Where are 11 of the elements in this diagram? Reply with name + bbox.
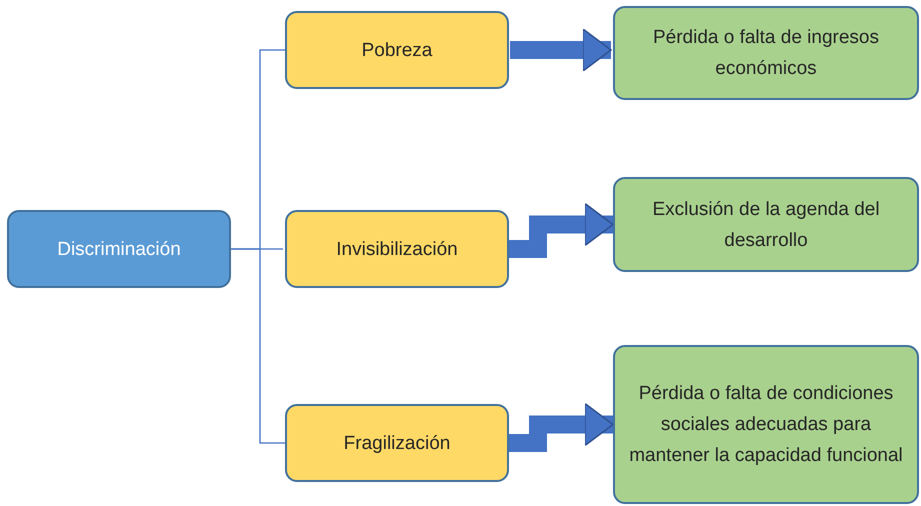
- category-box: Invisibilización: [285, 210, 509, 288]
- block-arrow: [510, 28, 612, 72]
- category-box: Fragilización: [285, 404, 509, 482]
- concept-box: Discriminación: [7, 210, 231, 288]
- block-arrow: [509, 402, 614, 452]
- effect-box: Exclusión de la agenda del desarrollo: [613, 177, 919, 272]
- effect-box: Pérdida o falta de ingresos económicos: [613, 6, 919, 100]
- bracket-line: [231, 248, 285, 444]
- category-box: Pobreza: [285, 11, 509, 89]
- effect-box: Pérdida o falta de condiciones sociales adecuadas para mantener la capacidad funcional: [613, 345, 919, 504]
- block-arrow: [509, 202, 614, 258]
